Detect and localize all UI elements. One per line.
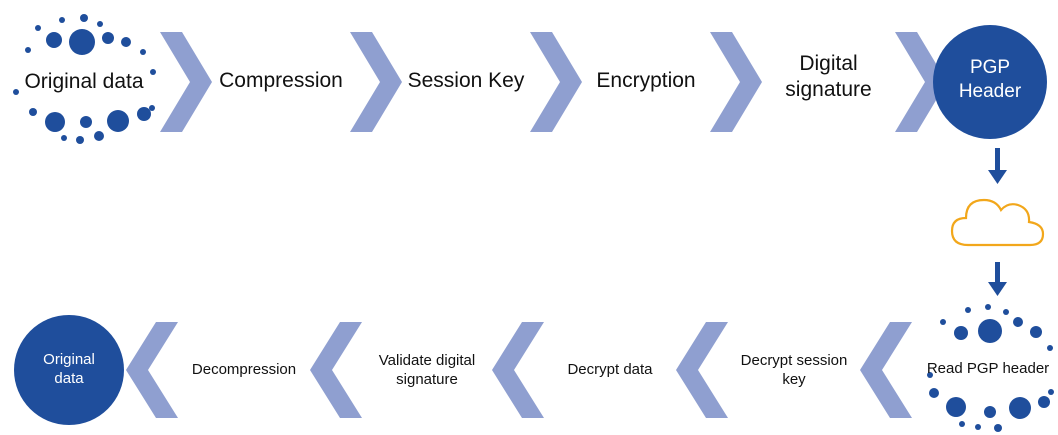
decrypt-data-label: Decrypt data (567, 361, 653, 378)
digital-signature-label: Digital signature (785, 52, 872, 102)
decompression-label: Decompression (191, 361, 297, 378)
original-data-label: Original data (24, 70, 144, 93)
chevron-left-icon (492, 322, 544, 418)
chevron-right-icon (710, 32, 762, 132)
original-data-result-label: Original data (43, 351, 95, 387)
session-key-label: Session Key (407, 69, 525, 92)
chevron-right-icon (530, 32, 582, 132)
chevron-right-icon (160, 32, 212, 132)
top-chevrons (160, 32, 947, 132)
chevron-left-icon (676, 322, 728, 418)
pgp-header-label: PGP Header (958, 57, 1022, 102)
chevron-left-icon (310, 322, 362, 418)
chevron-left-icon (860, 322, 912, 418)
chevron-left-icon (126, 322, 178, 418)
read-pgp-header-label: Read PGP header (926, 360, 1050, 377)
down-arrow-icon (988, 148, 1007, 184)
original-data-dot-ring (13, 14, 156, 144)
encryption-label: Encryption (596, 69, 696, 92)
validate-digital-signature-label: Validate digital signature (378, 352, 476, 388)
decrypt-session-key-label: Decrypt session key (740, 352, 848, 388)
down-arrow-icon (988, 262, 1007, 296)
chevron-right-icon (350, 32, 402, 132)
cloud-icon (950, 198, 1045, 247)
original-data-circle (14, 315, 124, 425)
pgp-header-circle (933, 25, 1047, 139)
read-pgp-header-dot-ring (927, 304, 1054, 432)
compression-label: Compression (219, 69, 343, 92)
bottom-chevrons (126, 322, 912, 418)
